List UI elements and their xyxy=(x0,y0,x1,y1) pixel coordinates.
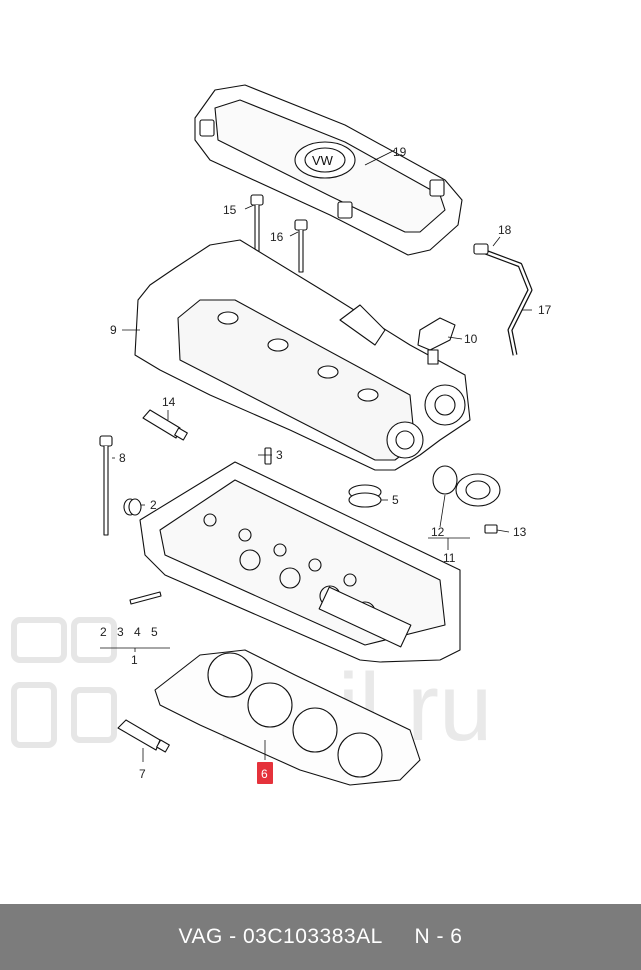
callout-15: 15 xyxy=(223,203,237,217)
callout-13: 13 xyxy=(513,525,527,539)
sensor-10 xyxy=(417,317,456,365)
watermark-icons xyxy=(11,617,117,748)
callout-18: 18 xyxy=(498,223,512,237)
callout-17: 17 xyxy=(538,303,552,317)
callout-group-5: 5 xyxy=(151,625,158,639)
o-ring-12 xyxy=(432,465,458,495)
sealant-tube-7 xyxy=(117,719,170,753)
pin-3 xyxy=(264,447,272,465)
callout-9: 9 xyxy=(110,323,117,337)
bolt-16 xyxy=(294,219,308,273)
part-footer: VAG - 03C103383AL N - 6 xyxy=(0,904,641,970)
svg-text:VW: VW xyxy=(312,153,334,168)
hose-17-inner xyxy=(479,248,532,356)
callout-labels: 19 15 16 18 9 17 10 14 8 3 2 5 12 13 11 … xyxy=(100,145,552,784)
callout-group-1: 1 xyxy=(131,653,138,667)
footer-gap xyxy=(383,925,415,949)
cylinder-head xyxy=(139,461,461,663)
leader-lines xyxy=(100,149,532,762)
callout-12: 12 xyxy=(431,525,445,539)
sensor-18 xyxy=(473,243,489,255)
plug-2 xyxy=(123,498,142,516)
bolt-8 xyxy=(99,435,113,536)
callout-6: 6 xyxy=(261,767,268,781)
stud-bolt xyxy=(129,591,162,605)
footer-separator: - xyxy=(222,925,243,948)
vacuum-unit xyxy=(455,473,501,534)
callout-group-3: 3 xyxy=(117,625,124,639)
callout-16: 16 xyxy=(270,230,284,244)
brand-name: VAG xyxy=(178,925,223,948)
callout-19: 19 xyxy=(393,145,407,159)
parts-diagram: Rail.ru VW xyxy=(11,84,552,786)
callout-2: 2 xyxy=(150,498,157,512)
part-number: 03C103383AL xyxy=(242,925,383,948)
callout-5: 5 xyxy=(392,493,399,507)
callout-8: 8 xyxy=(119,451,126,465)
seal-ring-5 xyxy=(348,484,382,508)
engine-cover: VW xyxy=(194,84,463,256)
callout-group-4: 4 xyxy=(134,625,141,639)
camshaft-housing xyxy=(134,239,471,471)
callout-14: 14 xyxy=(162,395,176,409)
callout-7: 7 xyxy=(139,767,146,781)
head-gasket-6 xyxy=(154,649,421,786)
callout-10: 10 xyxy=(464,332,478,346)
callout-group-2: 2 xyxy=(100,625,107,639)
callout-6-highlight[interactable]: 6 xyxy=(257,762,273,784)
callout-3: 3 xyxy=(276,448,283,462)
part-position: N - 6 xyxy=(414,925,463,948)
sealant-tube-14 xyxy=(142,409,188,441)
callout-11: 11 xyxy=(443,551,456,565)
